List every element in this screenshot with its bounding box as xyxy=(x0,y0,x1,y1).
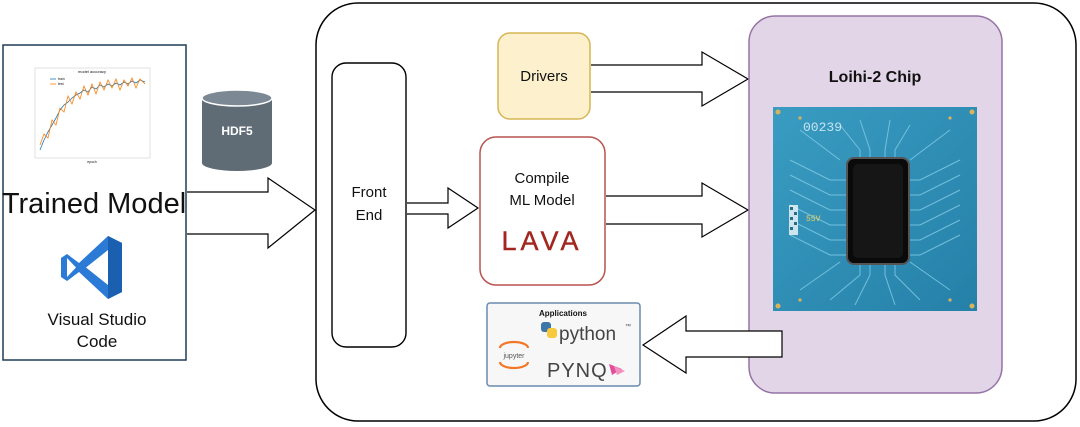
compile-block xyxy=(479,136,606,286)
front-end-block xyxy=(331,62,407,348)
svg-text:model accuracy: model accuracy xyxy=(78,69,106,74)
applications-box: Applications jupyter python ™ PYNQ xyxy=(486,302,641,387)
chip-image: 00239 55V xyxy=(773,107,977,311)
drivers-block xyxy=(497,32,591,120)
hdf5-database-icon: HDF5 xyxy=(201,89,273,171)
jupyter-icon: jupyter xyxy=(498,340,530,370)
pynq-label: PYNQ xyxy=(547,360,608,382)
svg-text:epoch: epoch xyxy=(87,160,97,164)
svg-text:train: train xyxy=(58,77,65,81)
chip-marking-2: 55V xyxy=(806,215,821,224)
chip-to-applications-arrow xyxy=(641,314,783,375)
hdf5-label: HDF5 xyxy=(221,124,253,138)
drivers-to-chip-arrow xyxy=(591,50,750,108)
compile-to-chip-arrow xyxy=(606,181,750,239)
python-label: python xyxy=(559,324,616,345)
svg-text:test: test xyxy=(58,82,64,86)
svg-text:™: ™ xyxy=(625,323,631,330)
applications-title: Applications xyxy=(539,309,588,318)
chip-title: Loihi-2 Chip xyxy=(829,69,922,86)
accuracy-plot-thumbnail: model accuracy train test epoch xyxy=(34,67,151,164)
trained-model-title: Trained Model xyxy=(2,188,186,220)
trained-model-panel: model accuracy train test epoch Trained … xyxy=(2,44,187,361)
lava-logo: LAVA xyxy=(501,226,582,256)
python-icon: python ™ xyxy=(541,322,631,345)
jupyter-label: jupyter xyxy=(502,353,525,360)
compile-label-line1: Compile xyxy=(514,170,569,187)
input-arrow xyxy=(187,176,317,250)
ide-label-line1: Visual Studio xyxy=(48,310,147,329)
front-end-label-line2: End xyxy=(356,207,383,224)
drivers-label: Drivers xyxy=(520,68,568,85)
vscode-icon xyxy=(61,236,122,299)
chip-marking: 00239 xyxy=(803,120,842,135)
ide-label-line2: Code xyxy=(77,332,118,351)
pynq-logo: PYNQ xyxy=(547,360,625,382)
front-end-label-line1: Front xyxy=(351,184,387,201)
front-end-to-compile-arrow xyxy=(407,186,480,230)
compile-label-line2: ML Model xyxy=(509,192,574,209)
test-series-line xyxy=(39,77,146,146)
